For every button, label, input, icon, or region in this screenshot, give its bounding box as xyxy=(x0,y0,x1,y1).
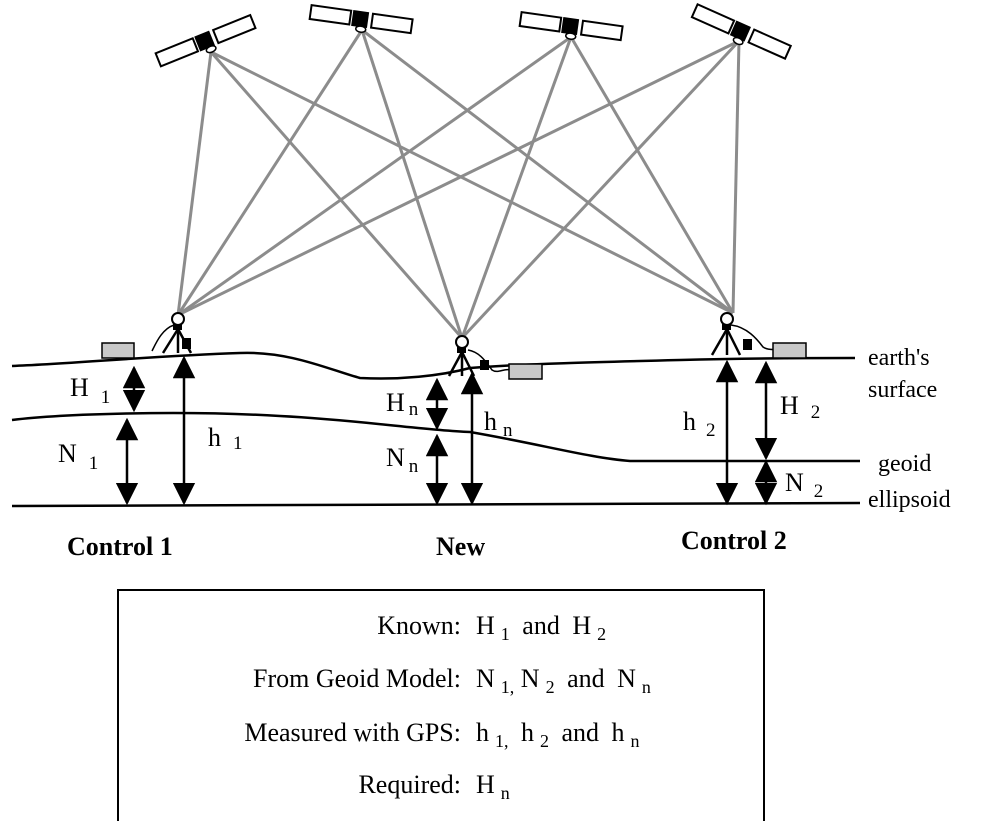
surface-labels: earth's surface geoid ellipsoid xyxy=(868,345,951,513)
label-h1: h xyxy=(208,423,221,452)
label-hn: h xyxy=(484,407,497,436)
label-H2: H xyxy=(780,391,799,420)
satellite-icon xyxy=(308,3,414,35)
station-title-new: New xyxy=(436,532,485,561)
label-N1: N xyxy=(58,439,77,468)
earth-surface-label-2: surface xyxy=(868,377,937,403)
receiver-box-icon xyxy=(508,363,543,380)
svg-text:Hn: Hn xyxy=(386,388,419,420)
geoid-line xyxy=(11,411,860,463)
legend-key-gps: Measured with GPS: xyxy=(244,718,461,747)
satellite-icon xyxy=(154,13,257,68)
station-title-control1: Control 1 xyxy=(67,532,173,561)
receiver-box-icon xyxy=(772,342,807,359)
label-H1: H xyxy=(70,373,89,402)
signal-lines xyxy=(176,28,741,340)
receiver-box-icon xyxy=(101,342,135,359)
earth-surface-line xyxy=(11,351,856,380)
ellipsoid-label: ellipsoid xyxy=(868,487,951,513)
label-Hn: H xyxy=(386,388,405,417)
label-N2: N xyxy=(785,468,804,497)
geoid-label: geoid xyxy=(878,451,931,477)
label-Nn: N xyxy=(386,443,405,472)
legend-key-required: Required: xyxy=(358,770,461,799)
satellite-icon xyxy=(518,10,624,42)
station-title-control2: Control 2 xyxy=(681,526,787,555)
legend-key-known: Known: xyxy=(377,611,461,640)
svg-text:N2: N2 xyxy=(785,468,823,502)
gps-tripod-icon xyxy=(447,335,511,377)
svg-text:h2: h2 xyxy=(683,407,716,441)
svg-text:hn: hn xyxy=(484,407,513,441)
satellite-icon xyxy=(690,3,793,60)
svg-text:N1: N1 xyxy=(58,439,98,474)
gps-tripod-icon xyxy=(151,312,193,354)
svg-text:H2: H2 xyxy=(780,391,820,423)
svg-text:H1: H1 xyxy=(70,373,110,408)
svg-text:Nn: Nn xyxy=(386,443,419,477)
legend-key-geoid: From Geoid Model: xyxy=(253,664,461,693)
ellipsoid-line xyxy=(11,501,861,508)
svg-text:h1: h1 xyxy=(208,423,243,454)
height-arrows xyxy=(115,355,778,506)
label-h2: h xyxy=(683,407,696,436)
earth-surface-label: earth's xyxy=(868,345,930,371)
